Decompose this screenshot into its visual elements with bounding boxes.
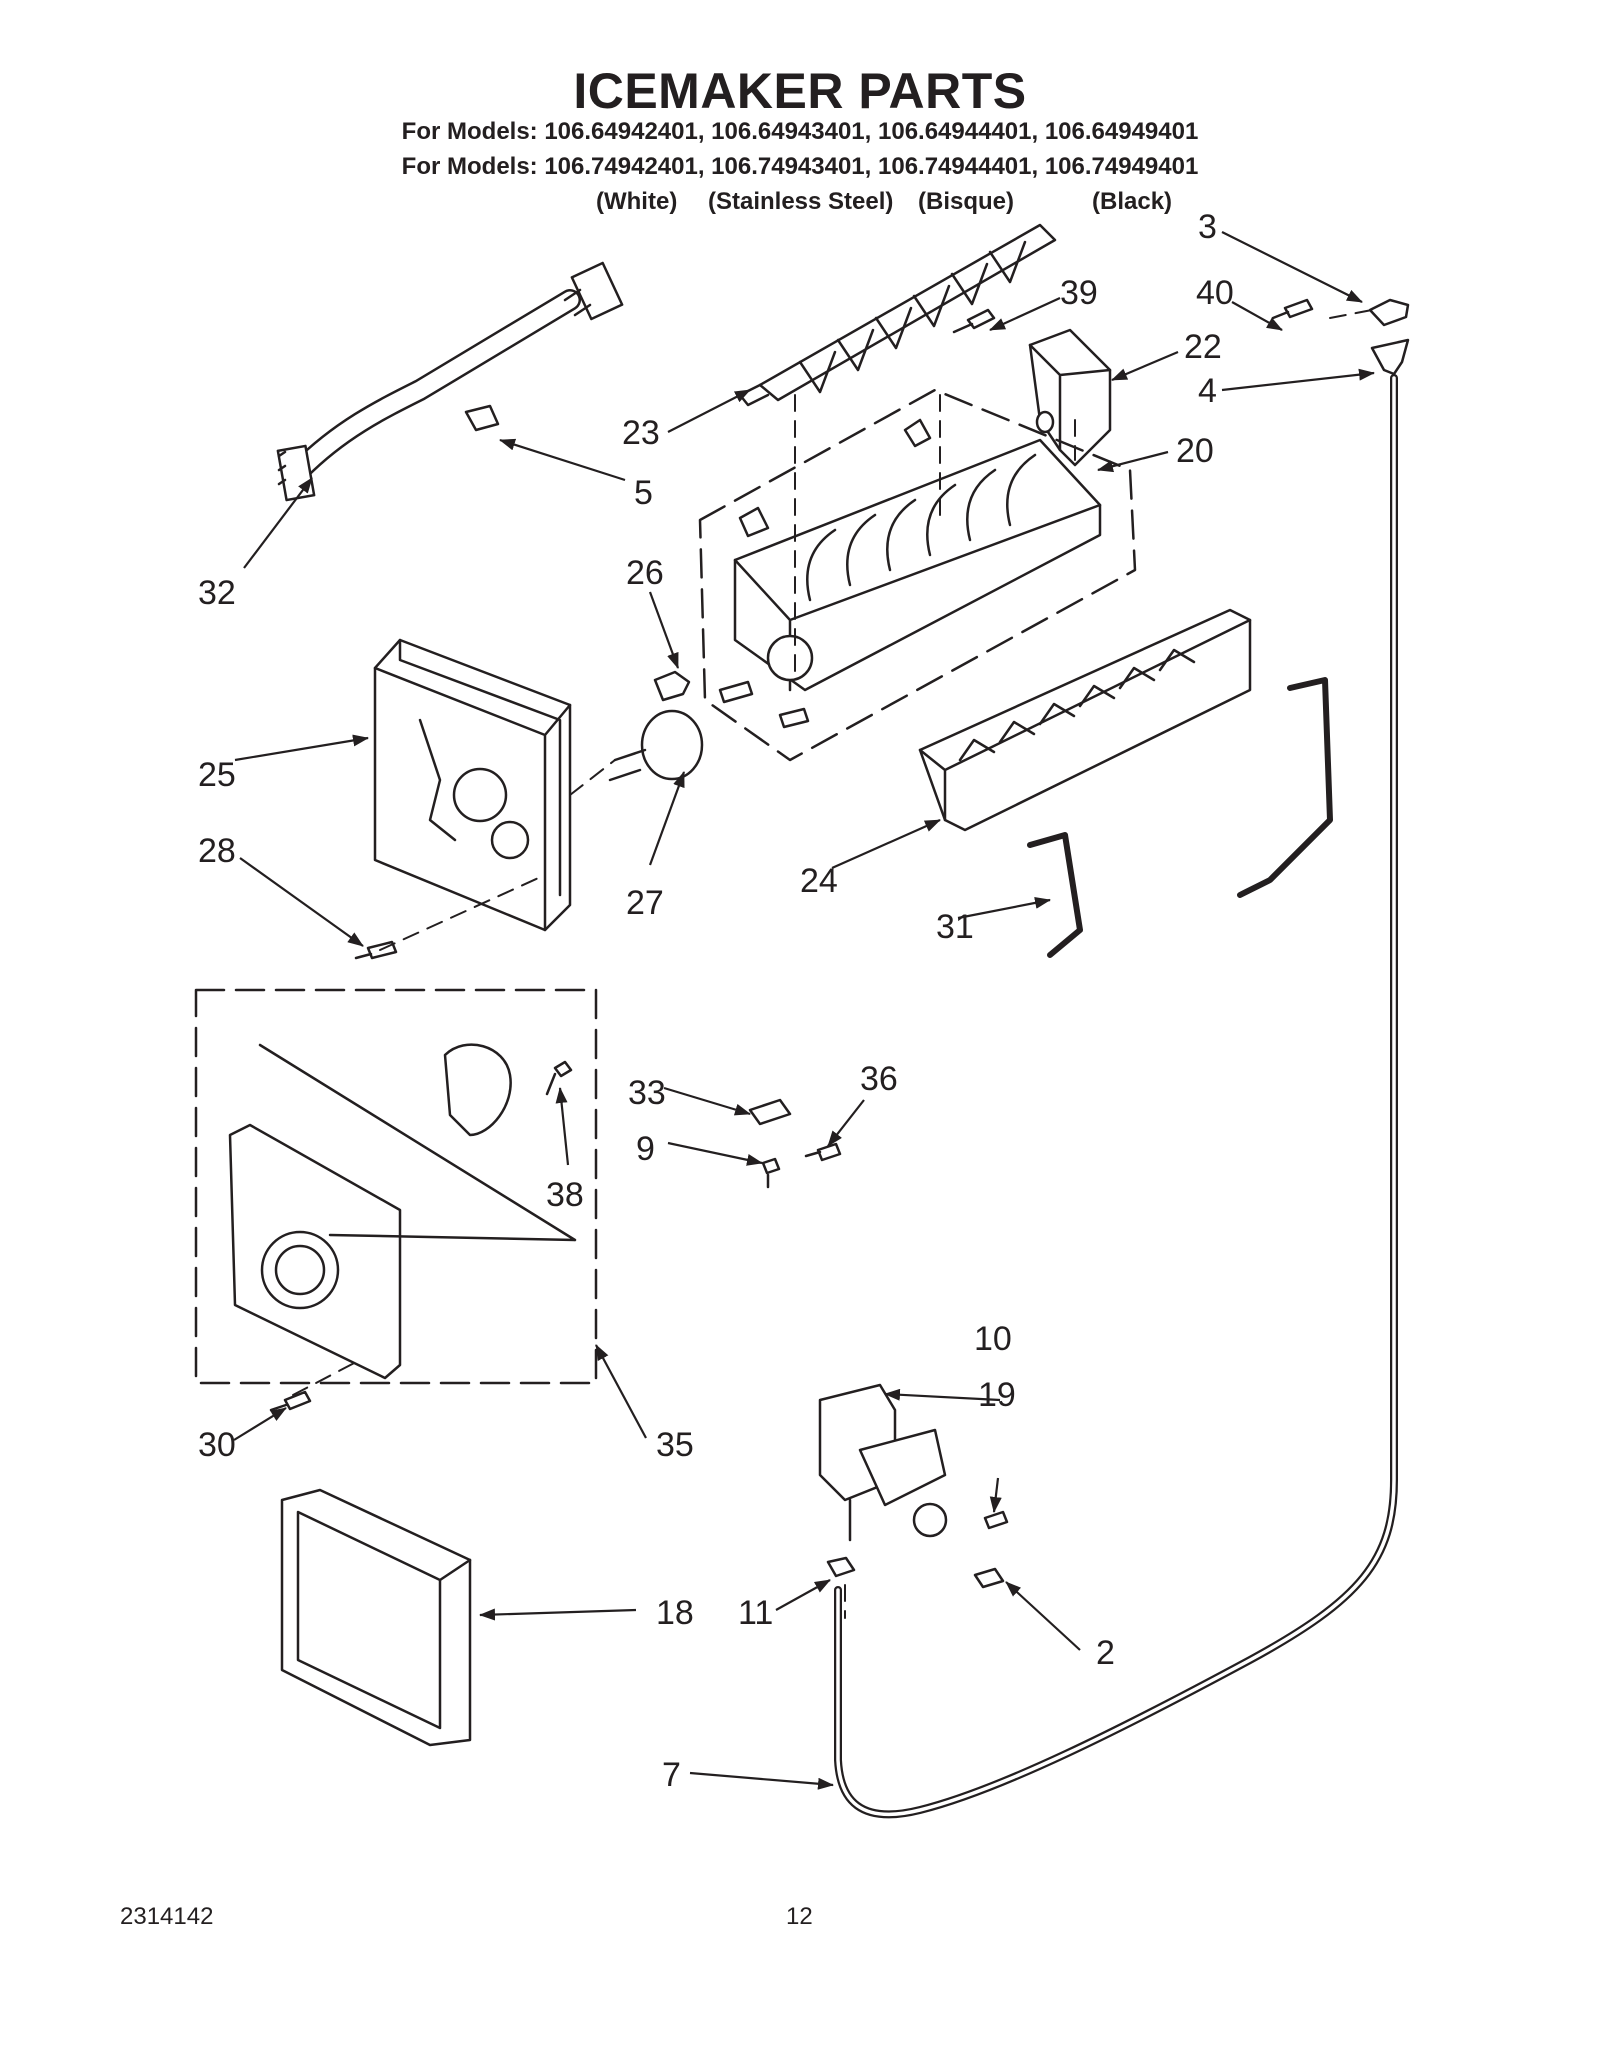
stripper-part [918, 608, 1252, 832]
callout-36: 36 [860, 1060, 898, 1098]
mold-part [718, 418, 1102, 729]
callout-39: 39 [1060, 274, 1098, 312]
screw-19 [983, 1510, 1009, 1530]
fill-cup-part [1028, 328, 1112, 467]
finish-white: (White) [596, 188, 678, 215]
callout-25: 25 [198, 756, 236, 794]
wire-harness-part [276, 261, 624, 502]
screw-40 [1271, 298, 1314, 320]
finish-black: (Black) [1092, 188, 1173, 215]
finish-bisque: (Bisque) [918, 188, 1014, 215]
models-line-2: For Models: 106.74942401, 106.74943401, … [401, 153, 1199, 180]
assembly-guide-lines [292, 309, 1373, 1619]
callout-7: 7 [662, 1756, 681, 1794]
callout-28: 28 [198, 832, 236, 870]
callout-27: 27 [626, 884, 664, 922]
callout-22: 22 [1184, 328, 1222, 366]
fitting-4 [1370, 338, 1410, 376]
mold-assembly-outline [698, 388, 1137, 762]
callout-40: 40 [1196, 274, 1234, 312]
callout-20: 20 [1176, 432, 1214, 470]
callout-2: 2 [1096, 1634, 1115, 1672]
screw-38 [545, 1060, 573, 1096]
callout-35: 35 [656, 1426, 694, 1464]
shutoff-arm-part [1027, 677, 1333, 958]
callout-9: 9 [636, 1130, 655, 1168]
cover-part [280, 1488, 472, 1747]
nut-11 [826, 1556, 856, 1578]
callout-3: 3 [1198, 208, 1217, 246]
water-valve-part [818, 1383, 948, 1542]
front-cover-part [373, 638, 572, 932]
page-title: ICEMAKER PARTS [573, 63, 1027, 119]
callout-23: 23 [622, 414, 660, 452]
screw-28 [354, 940, 398, 960]
callout-19: 19 [978, 1376, 1016, 1414]
finish-stainless-steel: (Stainless Steel) [708, 188, 894, 215]
callout-30: 30 [198, 1426, 236, 1464]
callout-33: 33 [628, 1074, 666, 1112]
models-line-1: For Models: 106.64942401, 106.64943401, … [401, 118, 1199, 145]
callout-24: 24 [800, 862, 838, 900]
callout-5: 5 [634, 474, 653, 512]
callout-arrows [233, 231, 1375, 1790]
screw-30 [269, 1390, 312, 1412]
control-module-outline [194, 988, 598, 1385]
callout-4: 4 [1198, 372, 1217, 410]
ejector-part [738, 223, 1057, 407]
bracket-33 [748, 1098, 792, 1126]
callout-10: 10 [974, 1320, 1012, 1358]
callout-31: 31 [936, 908, 974, 946]
clip-26 [653, 670, 691, 702]
clamp-3 [1368, 298, 1410, 327]
control-module-part [228, 1043, 577, 1380]
document-number: 2314142 [120, 1903, 214, 1930]
callout-32: 32 [198, 574, 236, 612]
callout-26: 26 [626, 554, 664, 592]
screw-9 [761, 1157, 781, 1189]
page-number: 12 [786, 1903, 813, 1930]
screw-36 [804, 1142, 842, 1162]
screw-39 [952, 308, 996, 334]
callout-11: 11 [738, 1594, 773, 1632]
callout-38: 38 [546, 1176, 584, 1214]
clip-2 [973, 1567, 1005, 1589]
callout-18: 18 [656, 1594, 694, 1632]
thermostat-part [608, 709, 704, 782]
